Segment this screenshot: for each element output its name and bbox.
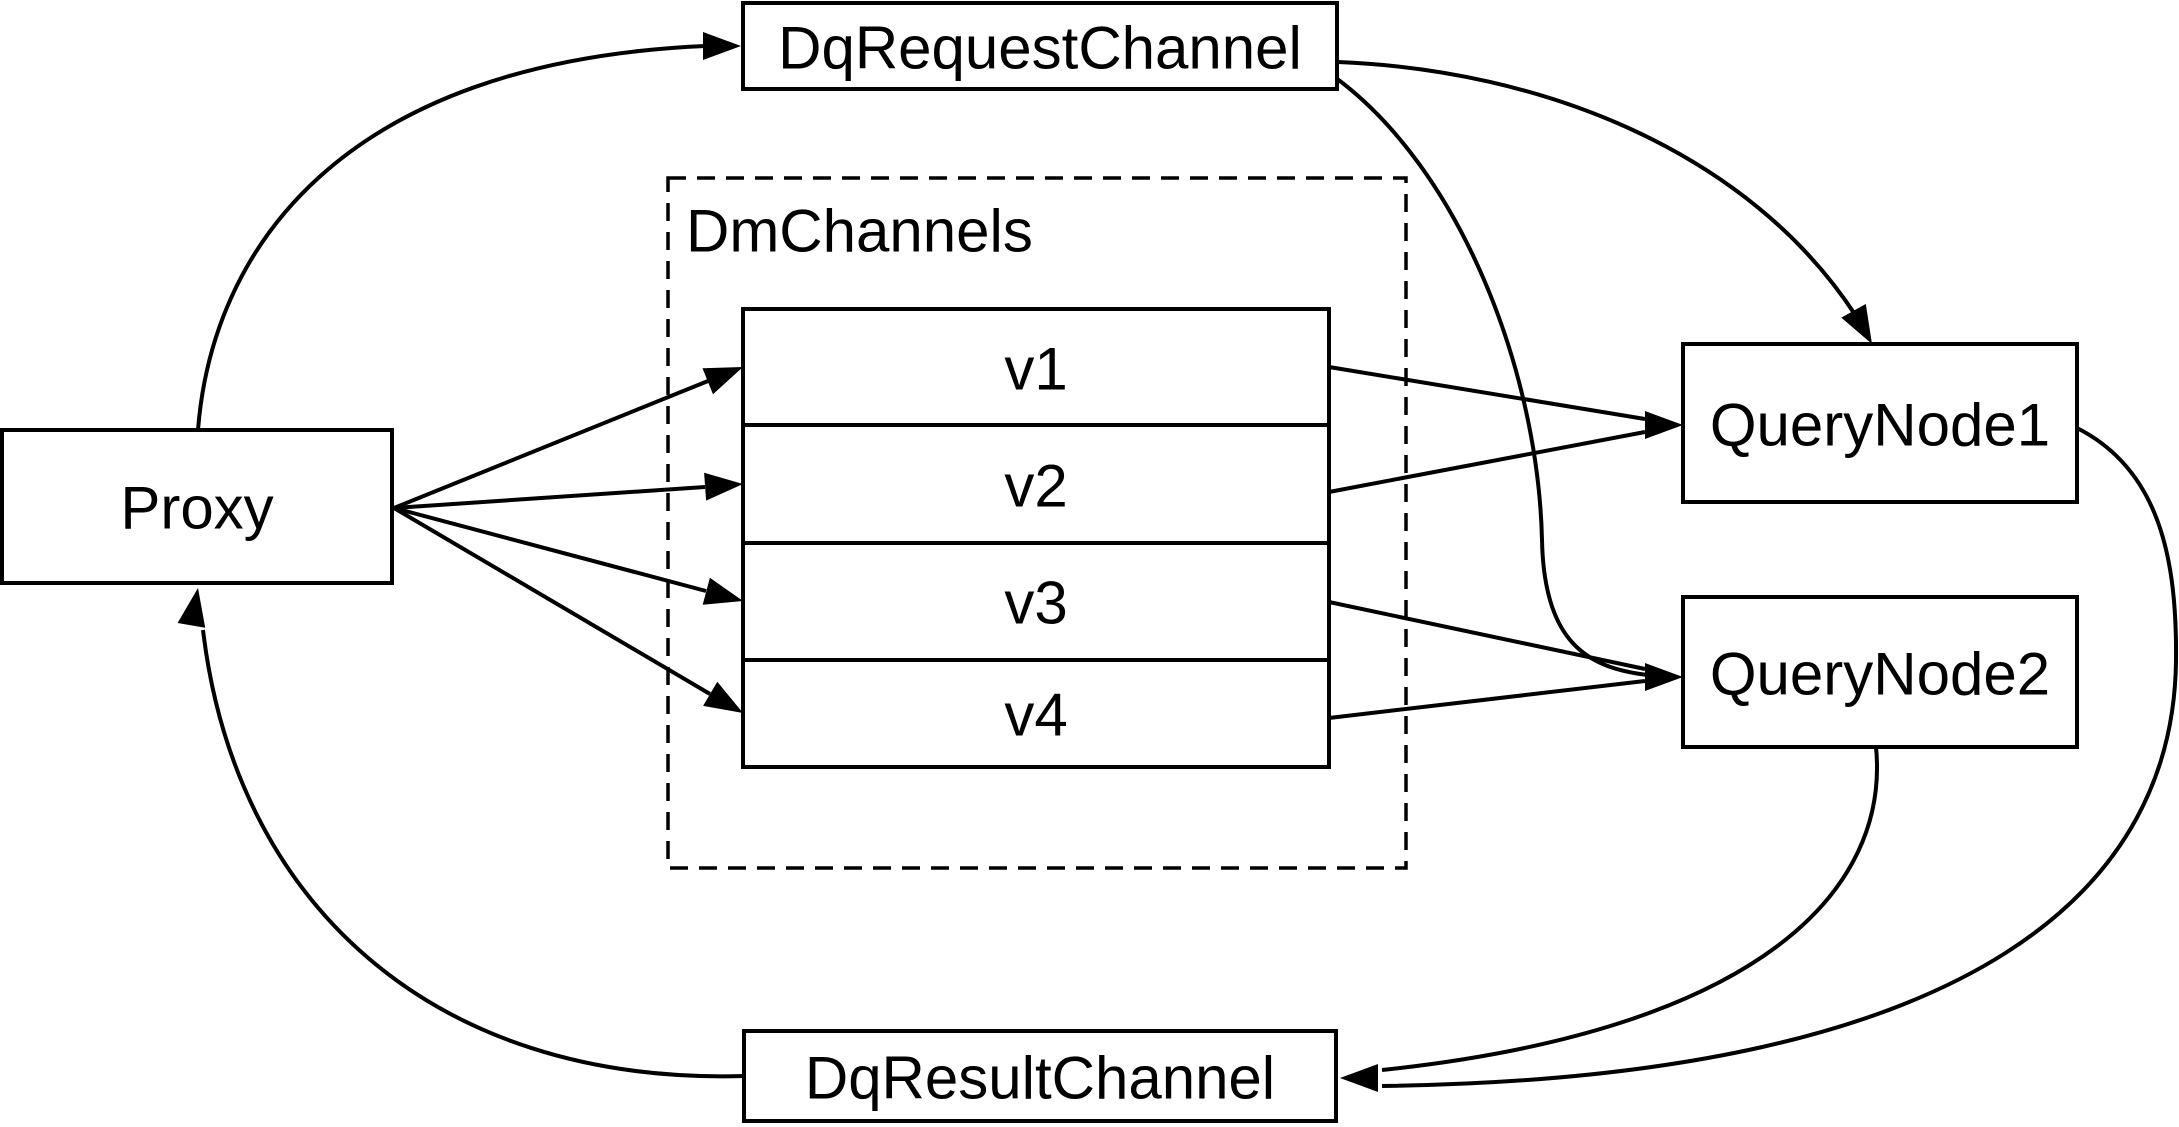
edge-proxy-to-dqrequestchannel — [196, 44, 706, 431]
proxy-box — [0, 428, 394, 585]
query-node2-label: QueryNode2 — [1710, 641, 2050, 708]
edge-proxy-to-v3 — [393, 506, 707, 593]
edge-dqresultchannel-to-proxy — [201, 629, 745, 1079]
arrowhead-into-querynode1-left — [1645, 411, 1683, 439]
dq-result-channel-box — [742, 1029, 1338, 1123]
arrowhead-into-v4 — [703, 681, 743, 713]
arrowhead-into-v3 — [702, 577, 743, 605]
arrowhead-into-v1 — [702, 367, 743, 395]
edge-dqrequestchannel-to-querynode2 — [1334, 76, 1649, 677]
edge-v2-to-querynode1 — [1328, 430, 1646, 494]
dm-channels-group-label: DmChannels — [686, 198, 1033, 265]
query-node1-box — [1681, 342, 2079, 504]
edge-proxy-to-v2 — [393, 485, 706, 510]
dm-channels-stack-separators — [743, 423, 1329, 662]
edge-v4-to-querynode2 — [1328, 679, 1646, 720]
dq-result-channel-label: DqResultChannel — [805, 1045, 1275, 1112]
edge-proxy-to-v1 — [393, 379, 709, 510]
arrowhead-into-v2 — [704, 472, 743, 501]
edge-querynode1-to-dqresultchannel — [1381, 426, 2179, 1088]
arrowhead-into-proxy-bottom — [177, 588, 206, 628]
dq-request-channel-box — [741, 1, 1339, 91]
edge-dqrequestchannel-to-querynode1 — [1337, 60, 1858, 318]
channel-v1-label: v1 — [1004, 336, 1067, 403]
edge-proxy-to-v4 — [392, 506, 712, 696]
query-node1-label: QueryNode1 — [1710, 392, 2050, 459]
channel-v3-label: v3 — [1004, 570, 1067, 637]
query-node2-box — [1681, 595, 2079, 749]
arrowhead-into-querynode2-left — [1645, 663, 1683, 691]
dq-request-channel-label: DqRequestChannel — [778, 15, 1302, 82]
edge-querynode2-to-dqresultchannel — [1381, 746, 1879, 1072]
channel-v2-label: v2 — [1004, 453, 1067, 520]
arrowhead-into-dqrequestchannel — [703, 32, 741, 60]
arrowhead-into-dqresultchannel — [1340, 1064, 1378, 1092]
edge-v3-to-querynode2 — [1328, 600, 1646, 671]
arrowhead-into-querynode1-top — [1841, 304, 1872, 344]
proxy-label: Proxy — [120, 475, 273, 542]
edge-v1-to-querynode1 — [1328, 365, 1646, 421]
channel-v4-label: v4 — [1004, 682, 1067, 749]
dm-channels-group-border — [666, 176, 1408, 870]
